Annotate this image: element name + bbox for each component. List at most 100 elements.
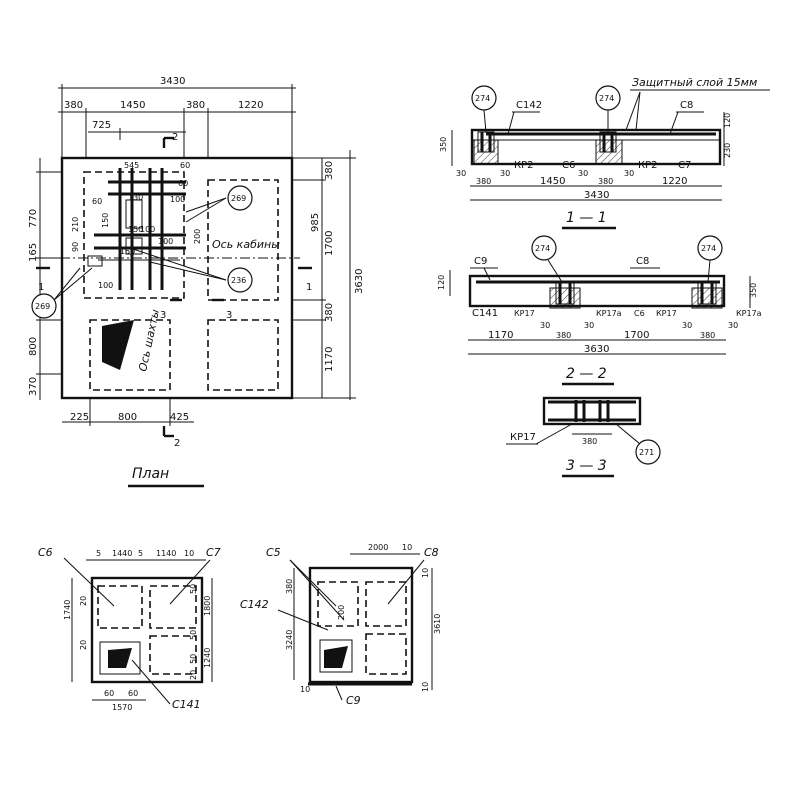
svg-text:3: 3 bbox=[226, 310, 232, 321]
svg-text:1450: 1450 bbox=[540, 176, 565, 187]
sec22-label-kp17a2: КР17а bbox=[596, 309, 622, 318]
plan-dim-l6: 90 bbox=[71, 242, 80, 252]
sec11-label-c8: С8 bbox=[680, 100, 693, 111]
svg-text:120: 120 bbox=[723, 113, 732, 128]
plan-dim-r4: 380 bbox=[324, 303, 335, 322]
svg-text:3240: 3240 bbox=[285, 630, 294, 650]
plan-section-mark-1-left: 1 bbox=[36, 266, 50, 293]
plan-dim-b1: 225 bbox=[70, 412, 89, 423]
svg-text:20: 20 bbox=[79, 640, 88, 650]
slab-left-label-c6: С6 bbox=[38, 546, 53, 559]
plan-shaft-fill bbox=[102, 320, 134, 370]
plan-dim-l5: 210 bbox=[71, 217, 80, 232]
svg-text:1170: 1170 bbox=[488, 330, 513, 341]
svg-text:150: 150 bbox=[101, 213, 110, 228]
svg-text:30: 30 bbox=[500, 169, 510, 178]
svg-text:1700: 1700 bbox=[624, 330, 649, 341]
svg-text:30: 30 bbox=[624, 169, 634, 178]
svg-text:10: 10 bbox=[421, 568, 430, 578]
sec22-label-c6: С6 bbox=[634, 309, 645, 318]
svg-text:380: 380 bbox=[556, 331, 571, 340]
svg-text:1: 1 bbox=[38, 282, 44, 293]
plan-dim-t1: 380 bbox=[64, 100, 83, 111]
svg-text:5: 5 bbox=[138, 549, 143, 558]
sec11-label-c7: С7 bbox=[678, 160, 691, 171]
plan-dim-l2: 165 bbox=[28, 243, 39, 262]
svg-text:380: 380 bbox=[582, 437, 597, 446]
sec22-label-kp17b: КР17 bbox=[656, 309, 677, 318]
slab-left: С6 С7 С141 5 1440 5 1140 10 1740 20 20 5… bbox=[38, 546, 221, 712]
svg-text:30: 30 bbox=[728, 321, 738, 330]
plan-dim-r3: 1700 bbox=[324, 231, 335, 256]
svg-text:30: 30 bbox=[584, 321, 594, 330]
sec11-title: 1 — 1 bbox=[566, 210, 607, 226]
svg-text:100: 100 bbox=[98, 281, 113, 290]
svg-text:30: 30 bbox=[456, 169, 466, 178]
svg-text:269: 269 bbox=[231, 194, 246, 203]
plan-dim-l7: 60 bbox=[92, 197, 102, 206]
svg-text:200: 200 bbox=[337, 605, 346, 620]
svg-text:380: 380 bbox=[476, 177, 491, 186]
svg-text:50: 50 bbox=[189, 584, 198, 594]
svg-text:3430: 3430 bbox=[584, 190, 609, 201]
sec11-bubble-a: 274 bbox=[475, 94, 490, 103]
plan-dim-t4: 1220 bbox=[238, 100, 263, 111]
svg-text:1240: 1240 bbox=[203, 648, 212, 668]
sec22-title: 2 — 2 bbox=[566, 366, 607, 382]
svg-text:30: 30 bbox=[578, 169, 588, 178]
plan-dim-b3: 425 bbox=[170, 412, 189, 423]
section-1-1: 274 274 Защитный слой 15мм С142 С8 КР2 С… bbox=[439, 76, 770, 230]
plan-dim-r1: 380 bbox=[324, 161, 335, 180]
plan-callout-269-left: 269 bbox=[31, 267, 93, 319]
svg-text:380: 380 bbox=[598, 177, 613, 186]
svg-text:30: 30 bbox=[540, 321, 550, 330]
slab-left-label-c141: С141 bbox=[172, 698, 201, 711]
section-3-3: КР17 380 271 3 — 3 bbox=[506, 396, 661, 478]
sec22-label-c9: С9 bbox=[474, 256, 487, 267]
sec11-label-kp2b: КР2 bbox=[638, 160, 658, 171]
svg-text:350: 350 bbox=[749, 283, 758, 298]
svg-text:10: 10 bbox=[421, 682, 430, 692]
sec33-bubble: 271 bbox=[639, 448, 654, 457]
plan-dim-overall-width: 3430 bbox=[160, 76, 185, 87]
svg-text:100: 100 bbox=[170, 195, 185, 204]
sec33-label-kp17: КР17 bbox=[510, 432, 536, 443]
plan-dim-t7: 60 bbox=[180, 161, 190, 170]
plan-section-mark-2-bottom: 2 bbox=[162, 426, 180, 449]
svg-text:380: 380 bbox=[285, 579, 294, 594]
svg-text:3610: 3610 bbox=[433, 614, 442, 634]
sec33-title: 3 — 3 bbox=[566, 458, 607, 474]
sec22-label-c8: С8 bbox=[636, 256, 649, 267]
plan-dim-r5: 1170 bbox=[324, 347, 335, 372]
svg-text:150: 150 bbox=[120, 247, 135, 256]
slab-right-label-c142: С142 bbox=[240, 598, 269, 611]
plan-callout-269-top: 269 bbox=[185, 185, 253, 223]
svg-text:230: 230 bbox=[723, 143, 732, 158]
slab-left-label-c7: С7 bbox=[206, 546, 221, 559]
sec22-bubble-b: 274 bbox=[701, 244, 716, 253]
svg-text:2: 2 bbox=[174, 438, 180, 449]
plan-dim-l3: 800 bbox=[28, 337, 39, 356]
plan-dim-overall-height: 3630 bbox=[354, 269, 365, 294]
plan-cabin-axis-label: Ось кабины bbox=[212, 238, 280, 251]
sec11-label-c142: С142 bbox=[516, 100, 542, 111]
svg-text:130: 130 bbox=[128, 193, 143, 202]
plan-opening-shaft bbox=[89, 319, 171, 391]
sec11-label-kp2a: КР2 bbox=[514, 160, 534, 171]
svg-text:30: 30 bbox=[682, 321, 692, 330]
svg-text:10: 10 bbox=[402, 543, 412, 552]
plan-dims-top: 3430 380 1450 380 1220 725 545 60 60 bbox=[58, 76, 296, 188]
svg-text:200: 200 bbox=[193, 229, 202, 244]
svg-text:1220: 1220 bbox=[662, 176, 687, 187]
svg-text:1140: 1140 bbox=[156, 549, 176, 558]
plan-view: Ось кабины Ось шахты 3430 380 1450 380 1… bbox=[28, 76, 365, 488]
svg-text:380: 380 bbox=[700, 331, 715, 340]
plan-section-mark-3: 3 3 bbox=[160, 298, 232, 321]
svg-text:120: 120 bbox=[437, 275, 446, 290]
svg-text:1800: 1800 bbox=[203, 596, 212, 616]
svg-text:60: 60 bbox=[128, 689, 138, 698]
svg-text:100: 100 bbox=[140, 225, 155, 234]
svg-text:269: 269 bbox=[35, 302, 50, 311]
plan-dims-bottom: 225 800 425 bbox=[62, 398, 194, 426]
svg-text:3: 3 bbox=[160, 310, 166, 321]
